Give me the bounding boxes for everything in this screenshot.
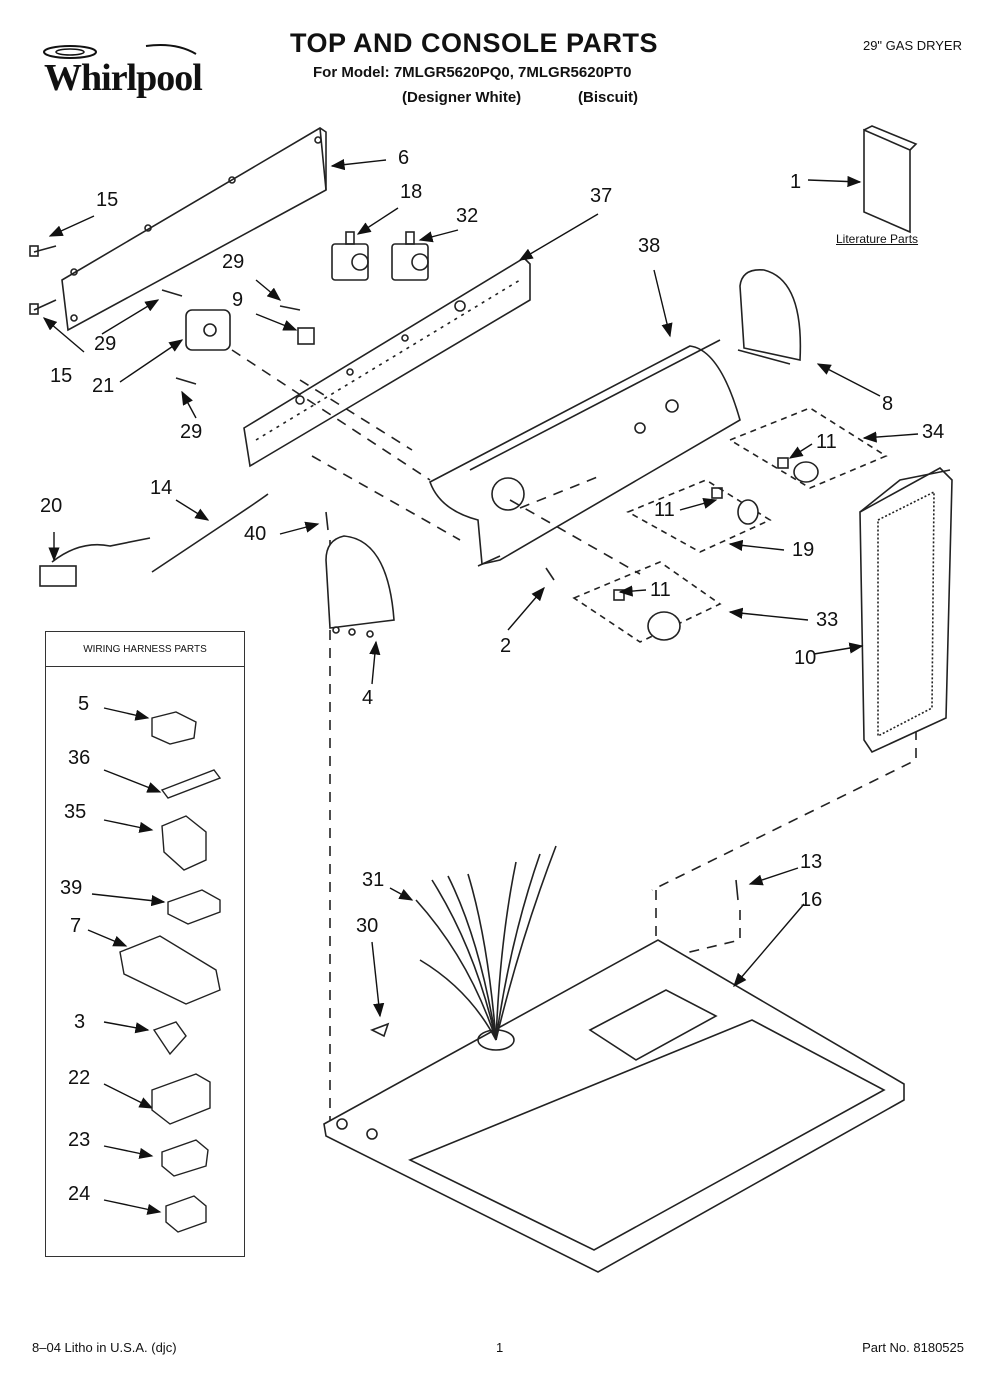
callout-11-b: 11: [654, 499, 675, 521]
callout-20: 20: [40, 495, 63, 517]
harness-part-5: [151, 711, 197, 745]
harness-part-23: [161, 1139, 209, 1177]
logo-swoosh-icon: [43, 44, 197, 59]
timer-part-21: [185, 309, 231, 351]
callout-1: 1: [790, 171, 802, 193]
callout-8: 8: [882, 393, 894, 415]
part-30-clip: [370, 1022, 390, 1038]
callout-29-c: 29: [180, 421, 203, 443]
callout-22: 22: [68, 1067, 91, 1089]
callout-32: 32: [456, 205, 479, 227]
callout-9: 9: [232, 289, 244, 311]
callout-18: 18: [400, 181, 423, 203]
callout-6: 6: [398, 147, 410, 169]
harness-part-7: [119, 935, 221, 1005]
callout-arrows: [42, 159, 919, 1215]
variant-designer-white: (Designer White): [402, 89, 522, 106]
part-40-screw: [325, 511, 329, 531]
end-cap-part-8: [737, 269, 802, 365]
callout-7: 7: [70, 915, 82, 937]
model-line: For Model: 7MLGR5620PQ0, 7MLGR5620PT0: [313, 64, 632, 81]
callout-4: 4: [362, 687, 374, 709]
callout-30: 30: [356, 915, 379, 937]
switch-part-18: [331, 231, 369, 281]
brand-name: Whirlpool: [44, 57, 203, 99]
wiring-harness-parts-box: WIRING HARNESS PARTS: [45, 631, 245, 1257]
switch-part-32: [391, 231, 429, 281]
callout-5: 5: [78, 693, 90, 715]
page-number: 1: [496, 1340, 504, 1355]
literature-part-1: [863, 125, 918, 234]
callout-37: 37: [590, 185, 613, 207]
assembly-guide-lines: [231, 349, 917, 1120]
lint-screen-part-10: [859, 467, 953, 754]
wiring-bundle-31: [415, 845, 557, 1041]
callout-3: 3: [74, 1011, 86, 1033]
dryer-top-part-16: [323, 939, 905, 1273]
litho-note: 8–04 Litho in U.S.A. (djc): [32, 1340, 177, 1355]
part-9-clip: [297, 327, 315, 345]
console-control-panel: [243, 256, 531, 468]
callout-11-a: 11: [816, 431, 837, 453]
wire-harness-14-20: [39, 493, 269, 587]
callout-29-b: 29: [94, 333, 117, 355]
callout-38: 38: [638, 235, 661, 257]
harness-part-22: [151, 1073, 211, 1125]
callout-11-c: 11: [650, 579, 671, 601]
callout-34: 34: [922, 421, 945, 443]
callout-16: 16: [800, 889, 823, 911]
callout-10: 10: [794, 647, 817, 669]
dryer-type: 29" GAS DRYER: [862, 38, 962, 53]
harness-box-parts: [119, 711, 222, 1233]
callout-15-b: 15: [50, 365, 73, 387]
harness-part-35: [161, 815, 207, 871]
page-title: TOP AND CONSOLE PARTS: [290, 28, 659, 58]
console-top-part-38: [429, 339, 741, 567]
callout-24: 24: [68, 1183, 91, 1205]
knobs: [613, 457, 819, 641]
callout-15-a: 15: [96, 189, 119, 211]
callout-39: 39: [60, 877, 83, 899]
rear-panel-part: [61, 127, 327, 332]
callout-13: 13: [800, 851, 823, 873]
harness-part-3: [152, 1021, 187, 1056]
callout-23: 23: [68, 1129, 91, 1151]
part-number: Part No. 8180525: [862, 1340, 964, 1355]
end-cap-part-4: [325, 535, 395, 638]
callout-19: 19: [792, 539, 815, 561]
variant-biscuit: (Biscuit): [578, 89, 638, 106]
callout-36: 36: [68, 747, 91, 769]
harness-box-title: WIRING HARNESS PARTS: [46, 632, 244, 667]
harness-part-39: [167, 889, 221, 925]
callout-2: 2: [500, 635, 512, 657]
screws: [29, 245, 301, 385]
part-13-screw: [735, 879, 739, 901]
harness-part-24: [165, 1195, 207, 1233]
callout-35: 35: [64, 801, 87, 823]
callout-21: 21: [92, 375, 115, 397]
literature-parts-label: Literature Parts: [836, 232, 919, 246]
callout-14: 14: [150, 477, 173, 499]
callout-29-a: 29: [222, 251, 245, 273]
knob-dashed-groups: [572, 407, 888, 643]
part-2-screw: [545, 567, 555, 581]
harness-part-36: [160, 769, 222, 799]
callout-33: 33: [816, 609, 839, 631]
callout-31: 31: [362, 869, 385, 891]
callout-40: 40: [244, 523, 267, 545]
whirlpool-logo: Whirlpool: [36, 40, 208, 112]
